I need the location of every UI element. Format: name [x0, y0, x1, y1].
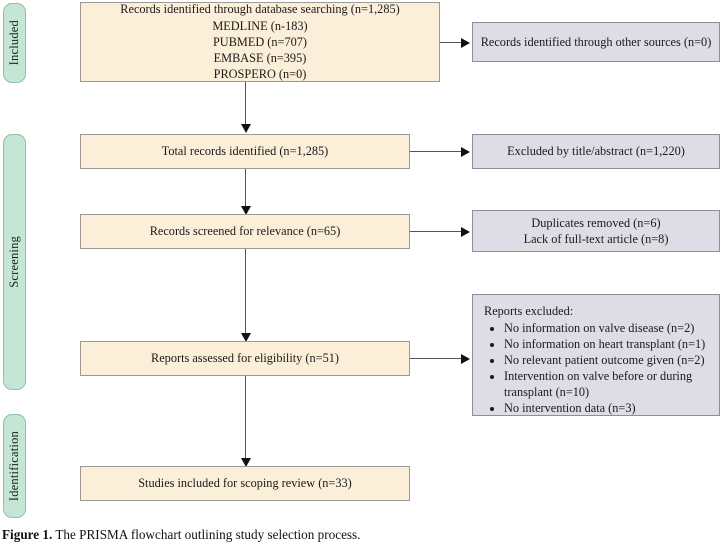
node-screened-relevance-text: Records screened for relevance (n=65)	[88, 223, 402, 239]
arrowhead-to-other-sources	[461, 38, 470, 48]
node-included-studies-line-1: Studies included for scoping review (n=3…	[138, 476, 352, 491]
node-other-sources-text: Records identified through other sources…	[480, 34, 712, 50]
arrowhead-to-assessed-eligibility	[241, 333, 251, 342]
connector-total-records-to-screened	[245, 169, 246, 210]
connector-eligibility-to-included-studies	[245, 376, 246, 462]
node-database-search-line-5: PROSPERO (n=0)	[213, 67, 307, 82]
node-duplicates-removed-text: Duplicates removed (n=6) Lack of full-te…	[480, 215, 712, 247]
node-total-records-text: Total records identified (n=1,285)	[88, 143, 402, 159]
reports-excluded-item: No information on heart transplant (n=1)	[504, 337, 710, 353]
node-reports-excluded-title: Reports excluded:	[484, 304, 574, 318]
stage-tab-included-label: Included	[7, 20, 21, 66]
node-database-search-text: Records identified through database sear…	[88, 1, 432, 82]
arrowhead-to-total-records	[241, 124, 251, 133]
reports-excluded-item: Intervention on valve before or during t…	[504, 369, 710, 401]
node-database-search-line-4: EMBASE (n=395)	[213, 51, 307, 66]
stage-tab-identification: Identification	[3, 414, 26, 518]
node-database-search-line-2: MEDLINE (n-183)	[212, 18, 308, 33]
connector-screened-to-eligibility	[245, 249, 246, 337]
node-excluded-title-abstract: Excluded by title/abstract (n=1,220)	[472, 134, 720, 169]
reports-excluded-list: No information on valve disease (n=2) No…	[484, 321, 710, 417]
connector-eligibility-to-reports-excluded	[410, 358, 462, 359]
node-assessed-eligibility-line-1: Reports assessed for eligibility (n=51)	[151, 351, 339, 366]
figure-caption: Figure 1. The PRISMA flowchart outlining…	[2, 527, 720, 544]
node-screened-relevance: Records screened for relevance (n=65)	[80, 214, 410, 249]
node-assessed-eligibility-text: Reports assessed for eligibility (n=51)	[88, 350, 402, 366]
connector-total-records-to-excluded	[410, 151, 462, 152]
node-total-records: Total records identified (n=1,285)	[80, 134, 410, 169]
reports-excluded-item: No intervention data (n=3)	[504, 401, 710, 417]
node-screened-relevance-line-1: Records screened for relevance (n=65)	[149, 224, 341, 239]
stage-tab-screening: Screening	[3, 134, 26, 390]
arrowhead-to-excluded-title-abstract	[461, 147, 470, 157]
stage-tab-included: Included	[3, 3, 26, 83]
connector-database-search-to-other-sources	[440, 42, 462, 43]
node-duplicates-removed-line-2: Lack of full-text article (n=8)	[523, 232, 669, 246]
arrowhead-to-screened-relevance	[241, 206, 251, 215]
node-included-studies-text: Studies included for scoping review (n=3…	[88, 475, 402, 491]
figure-caption-label: Figure 1.	[2, 527, 53, 542]
node-other-sources: Records identified through other sources…	[472, 22, 720, 62]
node-database-search: Records identified through database sear…	[80, 2, 440, 82]
connector-database-search-to-total-records	[245, 82, 246, 127]
connector-screened-to-duplicates	[410, 231, 462, 232]
node-duplicates-removed: Duplicates removed (n=6) Lack of full-te…	[472, 210, 720, 252]
node-other-sources-line-1: Records identified through other sources…	[480, 34, 712, 49]
arrowhead-to-reports-excluded	[461, 354, 470, 364]
node-duplicates-removed-line-1: Duplicates removed (n=6)	[531, 215, 661, 230]
stage-tab-screening-label: Screening	[7, 236, 21, 288]
figure-caption-text: The PRISMA flowchart outlining study sel…	[52, 527, 361, 542]
node-excluded-title-abstract-text: Excluded by title/abstract (n=1,220)	[480, 143, 712, 159]
arrowhead-to-duplicates-removed	[461, 227, 470, 237]
node-included-studies: Studies included for scoping review (n=3…	[80, 466, 410, 501]
stage-tab-identification-label: Identification	[7, 430, 21, 502]
node-reports-excluded: Reports excluded: No information on valv…	[472, 294, 720, 416]
node-excluded-title-abstract-line-1: Excluded by title/abstract (n=1,220)	[507, 144, 685, 159]
reports-excluded-item: No information on valve disease (n=2)	[504, 321, 710, 337]
node-database-search-line-1: Records identified through database sear…	[120, 2, 400, 17]
node-assessed-eligibility: Reports assessed for eligibility (n=51)	[80, 341, 410, 376]
arrowhead-to-included-studies	[241, 458, 251, 467]
node-database-search-line-3: PUBMED (n=707)	[212, 34, 308, 49]
reports-excluded-item: No relevant patient outcome given (n=2)	[504, 353, 710, 369]
node-total-records-line-1: Total records identified (n=1,285)	[161, 144, 329, 159]
